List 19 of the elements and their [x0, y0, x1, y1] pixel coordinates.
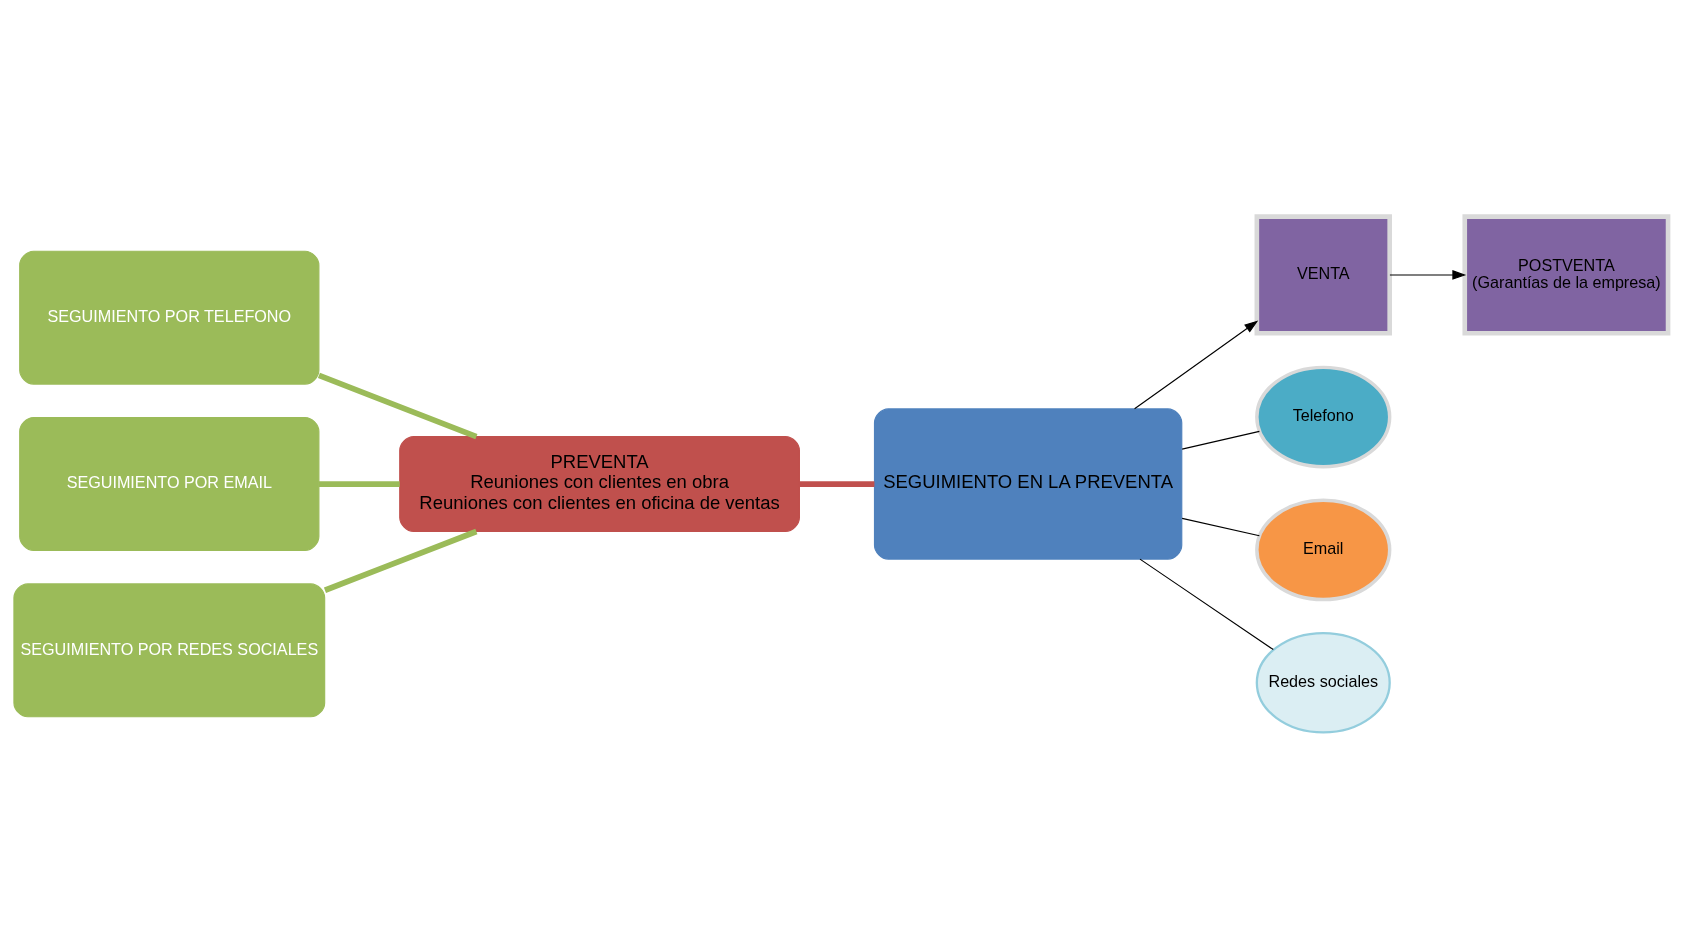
connector [799, 481, 875, 487]
node-box: SEGUIMIENTO EN LA PREVENTA [873, 408, 1183, 560]
connector [1181, 430, 1260, 450]
node-ellipse: Email [1255, 498, 1392, 602]
node-ellipse: Redes sociales [1255, 631, 1391, 734]
connector [1139, 558, 1274, 651]
connector [1181, 517, 1260, 537]
arrow [1134, 320, 1259, 410]
connector [323, 528, 478, 593]
connector [318, 481, 400, 487]
node-box: POSTVENTA (Garantías de la empresa) [1462, 214, 1671, 336]
node-box: SEGUIMIENTO POR EMAIL [19, 417, 320, 552]
node-ellipse: Telefono [1255, 365, 1392, 469]
node-box: SEGUIMIENTO POR TELEFONO [19, 250, 320, 385]
connector [317, 372, 478, 440]
node-box: VENTA [1254, 214, 1392, 336]
node-box: PREVENTA Reuniones con clientes en obra Reuniones con clientes en oficina de ventas [399, 436, 800, 532]
node-box: SEGUIMIENTO POR REDES SOCIALES [13, 583, 326, 718]
arrow [1389, 270, 1467, 280]
